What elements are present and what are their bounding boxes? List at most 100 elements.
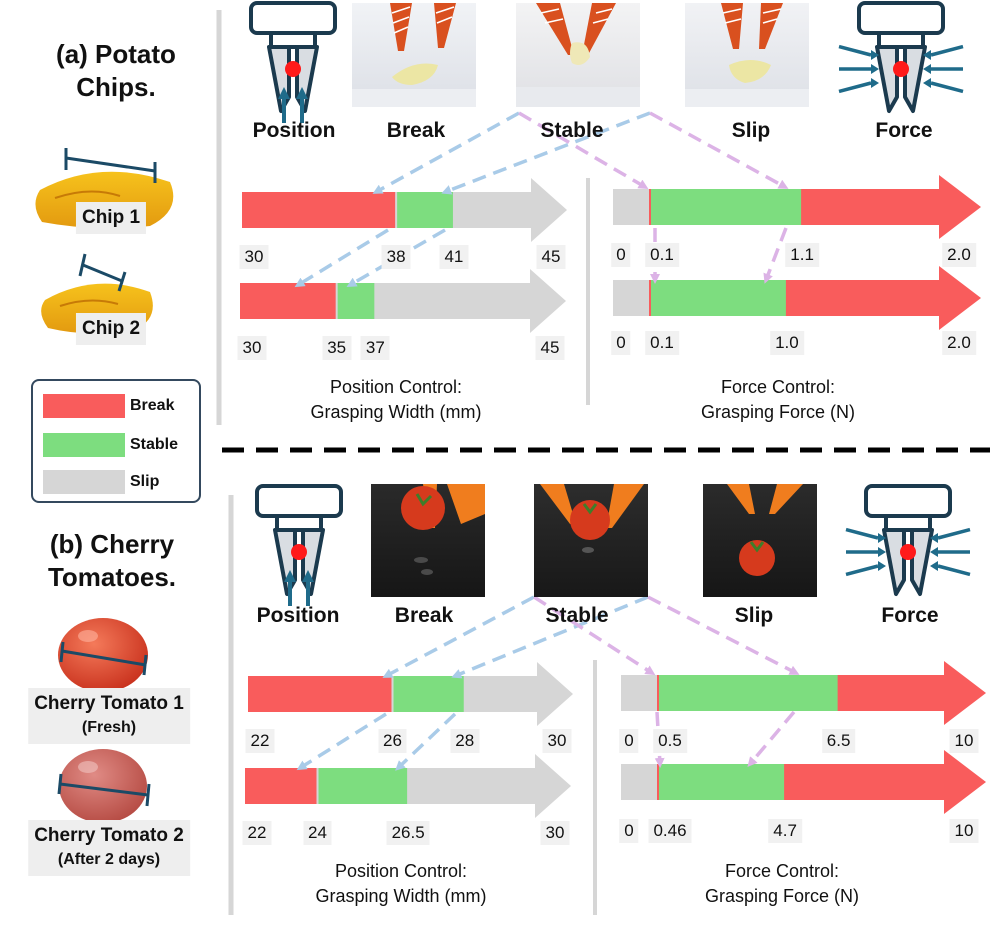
- header-stable-b: Stable: [545, 604, 609, 627]
- force-bar-a2-tick-1: 0.1: [645, 331, 679, 355]
- gripper-position-icon-b-mount: [275, 514, 323, 532]
- gripper-force-icon-b-force-left-head-2: [878, 561, 886, 571]
- connector-b-stable-to-position-end: [451, 595, 649, 679]
- force-bar-b2-slip-segment: [621, 764, 657, 800]
- legend-label-slip: Slip: [130, 473, 160, 490]
- gripper-force-icon-b-force-right-head-0: [930, 533, 938, 543]
- force-bar-b2-stable-segment: [659, 764, 785, 800]
- legend-label-break: Break: [130, 397, 175, 414]
- gripper-force-icon-a-force-left-head-0: [871, 50, 879, 60]
- chip-1-label: Chip 1: [75, 202, 147, 234]
- cherry-tomato-2-image: [57, 749, 151, 823]
- gripper-force-icon-b-force-right-head-1: [930, 547, 938, 557]
- position-bar-b1-tick-3: 30: [542, 729, 572, 753]
- position-bar-b2-tick-3: 30: [540, 821, 570, 845]
- cherry-tomato-1-label: Cherry Tomato 1 (Fresh): [28, 688, 190, 744]
- gripper-force-icon-a-force-left-0: [838, 44, 872, 57]
- gripper-force-icon-a-force-right-head-2: [923, 78, 931, 88]
- connector-b-force-row1-end: [747, 710, 796, 768]
- force-bar-a2-slip-segment: [613, 280, 649, 316]
- gripper-position-icon-a-body: [249, 1, 337, 35]
- gripper-force-icon-b-force-left-head-1: [878, 547, 886, 557]
- force-bar-a2-tick-2: 1.0: [770, 331, 804, 355]
- gripper-force-icon-a-force-right-2: [930, 81, 964, 94]
- connector-b-position-row1-end: [395, 712, 457, 771]
- gripper-force-icon-b-right-finger: [910, 528, 934, 596]
- chip-break-photo: [352, 3, 476, 107]
- chip-slip-photo: [685, 3, 809, 107]
- gripper-force-icon-b: [845, 484, 971, 596]
- connector-b-position-row1-start: [296, 712, 387, 771]
- section-b-title-line2: Tomatoes.: [47, 562, 177, 592]
- gripper-force-icon-b-force-left-0: [845, 527, 879, 540]
- position-axis-title-b-line2: Grasping Width (mm): [315, 886, 487, 906]
- position-bar-b1-stable-segment: [393, 676, 464, 712]
- gripper-force-icon-b-force-right-head-2: [930, 561, 938, 571]
- gripper-position-icon-a-mount: [269, 31, 317, 49]
- force-axis-title-b: Force Control: Grasping Force (N): [632, 859, 932, 909]
- force-bar-b1-tick-0: 0: [619, 729, 639, 753]
- cherry-tomato-1-name: Cherry Tomato 1: [34, 693, 184, 714]
- force-bar-b2-tick-2: 4.7: [768, 819, 802, 843]
- connector-a-stable-to-position-start: [372, 111, 520, 194]
- gripper-position-icon-b: [255, 484, 343, 606]
- position-axis-title-a-line1: Position Control:: [329, 377, 463, 397]
- position-bar-a1-tick-2: 41: [439, 245, 469, 269]
- force-axis-title-a-line2: Grasping Force (N): [700, 402, 856, 422]
- position-bar-b2-tick-2: 26.5: [386, 821, 430, 845]
- gripper-force-icon-a-right-finger: [903, 45, 927, 113]
- legend: Break Stable Slip: [31, 379, 201, 503]
- connector-b-stable-to-force-start: [533, 595, 656, 676]
- chip-2-label: Chip 2: [75, 313, 147, 345]
- section-b-title: (b) Cherry Tomatoes.: [22, 528, 202, 594]
- force-bar-b1-slip-segment: [621, 675, 657, 711]
- force-axis-title-a-line1: Force Control:: [720, 377, 836, 397]
- position-bar-a2-tick-3: 45: [535, 336, 565, 360]
- position-bar-a2-tick-2: 37: [360, 336, 390, 360]
- header-stable-a: Stable: [540, 119, 604, 142]
- force-axis-title-a: Force Control: Grasping Force (N): [628, 375, 928, 425]
- connector-a-stable-to-force-start: [518, 111, 649, 190]
- position-axis-title-a: Position Control: Grasping Width (mm): [246, 375, 546, 425]
- force-bar-a1-tick-3: 2.0: [942, 243, 976, 267]
- gripper-force-icon-b-body: [864, 484, 952, 518]
- gripper-force-icon-a-force-left-head-1: [871, 64, 879, 74]
- section-a-title: (a) Potato Chips.: [26, 38, 206, 104]
- force-axis-title-b-line2: Grasping Force (N): [704, 886, 860, 906]
- position-bar-a2-stable-segment: [337, 283, 375, 319]
- position-bar-b2-stable-segment: [318, 768, 408, 804]
- header-break-b: Break: [394, 604, 454, 627]
- position-bar-a1-tick-1: 38: [381, 245, 411, 269]
- position-bar-a1-stable-segment: [397, 192, 453, 228]
- cherry-tomato-2-note: (After 2 days): [57, 851, 161, 868]
- section-b-title-line1: (b) Cherry: [49, 529, 175, 559]
- header-force-b: Force: [881, 604, 939, 627]
- chip-stable-photo: [516, 3, 640, 107]
- gripper-position-icon-a-push-arrowhead-1: [296, 87, 308, 99]
- position-axis-title-b: Position Control: Grasping Width (mm): [251, 859, 551, 909]
- gripper-force-icon-b-left-finger: [882, 528, 906, 596]
- gripper-force-icon-b-force-right-0: [937, 527, 971, 540]
- gripper-force-icon-a-force-left-2: [838, 81, 872, 94]
- gripper-force-icon-a-mount: [877, 31, 925, 49]
- force-axis-title-b-line1: Force Control:: [724, 861, 840, 881]
- section-a-title-line1: (a) Potato: [56, 39, 176, 69]
- force-bar-a1-tick-0: 0: [611, 243, 631, 267]
- position-bar-b1-tick-1: 26: [378, 729, 407, 753]
- position-bar-b2-tick-1: 24: [303, 821, 332, 845]
- gripper-position-icon-a: [249, 1, 337, 123]
- gripper-position-icon-b-push-arrowhead-0: [284, 570, 296, 582]
- header-slip-b: Slip: [734, 604, 774, 627]
- position-bar-b2-break-segment: [245, 768, 317, 804]
- legend-swatch-slip: [43, 470, 125, 494]
- position-bar-a1-tick-3: 45: [536, 245, 566, 269]
- gripper-force-icon-a-force-right-head-1: [923, 64, 931, 74]
- connector-a-stable-to-position-end: [441, 111, 651, 195]
- connector-a-stable-to-force-end: [649, 111, 789, 189]
- gripper-force-icon-a: [838, 1, 964, 113]
- gripper-position-icon-a-push-arrowhead-0: [278, 87, 290, 99]
- position-bar-a2-tick-0: 30: [237, 336, 267, 360]
- section-a-title-line2: Chips.: [76, 72, 156, 102]
- force-bar-b2-tick-1: 0.46: [648, 819, 692, 843]
- gripper-force-icon-b-force-left-2: [845, 564, 879, 577]
